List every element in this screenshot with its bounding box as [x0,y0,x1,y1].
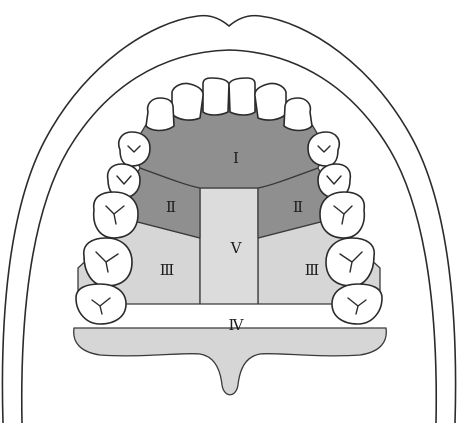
zone-3-left-label: Ⅲ [160,261,174,279]
zone-2-right-label: Ⅱ [293,198,303,216]
tooth-central-incisor-right [229,78,255,115]
zone-5-label: Ⅴ [230,239,243,257]
tooth-premolar-1-left [119,132,150,166]
tooth-molar-2-left [84,238,132,286]
tooth-molar-3-left [76,284,126,324]
zone-2-left-label: Ⅱ [166,198,176,216]
tooth-premolar-1-right [308,132,339,166]
zone-5-region [200,188,258,304]
tooth-lateral-incisor-right [255,83,286,120]
tooth-molar-3-right [332,284,382,324]
tooth-molar-1-left [94,192,138,238]
zone-4-region [74,328,387,395]
tooth-canine-right [284,98,312,131]
zone-4-label: Ⅳ [229,316,245,334]
tooth-lateral-incisor-left [172,83,203,120]
tooth-molar-1-right [320,192,364,238]
tooth-canine-left [146,98,174,131]
zone-3-right-label: Ⅲ [305,261,319,279]
tooth-molar-2-right [326,238,374,286]
zone-1-label: Ⅰ [233,149,239,167]
tooth-central-incisor-left [203,78,229,115]
